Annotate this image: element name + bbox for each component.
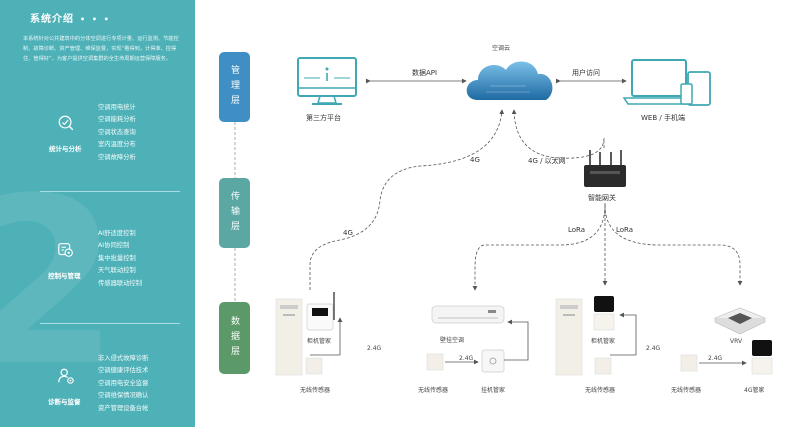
list-item: AI协同控制	[98, 242, 130, 250]
list-item: 天气联动控制	[98, 267, 136, 275]
cloud-icon	[466, 61, 553, 100]
vrv-cassette-icon	[714, 307, 766, 335]
wall-manager-device-icon	[481, 349, 505, 373]
section-label-control: 控制与管理	[48, 272, 81, 280]
sensor-icon	[594, 357, 612, 375]
label-cabinet-manager-1: 柜机管家	[307, 338, 332, 345]
sidebar: 2 系统介绍• • • 本系统针对公共建筑中的分体空调进行专项计量、运行监测、节…	[0, 0, 195, 427]
link-gateway-cloud	[511, 109, 605, 159]
list-item: 空调维保情况确认	[98, 392, 149, 400]
section-divider	[40, 191, 180, 192]
sensor-icon	[426, 353, 444, 371]
label-data-api: 数据API	[412, 69, 438, 77]
layer-management: 管理层	[219, 52, 250, 122]
cabinet-manager-device-icon	[593, 296, 615, 331]
label-gateway: 智能网关	[588, 194, 616, 202]
layer-transport: 传输层	[219, 178, 250, 248]
label-lora-2: LoRa	[616, 226, 634, 234]
wall-ac-icon	[431, 305, 505, 324]
label-lora-1: LoRa	[568, 226, 586, 234]
laptop-tablet-phone-icon	[622, 59, 711, 106]
label-sensor-4: 无线传感器	[671, 387, 702, 394]
monitor-icon	[297, 57, 357, 105]
gateway-icon	[584, 150, 626, 187]
background-watermark: 2	[0, 150, 121, 417]
label-third-party: 第三方平台	[306, 114, 341, 122]
control-settings-icon	[58, 243, 73, 257]
title-dots: • • •	[80, 15, 111, 24]
sidebar-description: 本系统针对公共建筑中的分体空调进行专项计量、运行监测、节能控制、故障诊断、资产管…	[23, 36, 179, 62]
label-wall-manager: 挂机管家	[481, 387, 506, 394]
label-user-access: 用户访问	[572, 69, 600, 77]
label-sensor-1: 无线传感器	[300, 387, 331, 394]
cabinet-ac-icon	[275, 298, 303, 376]
label-2.4g-2: 2.4G	[459, 355, 474, 362]
label-2.4g-1: 2.4G	[367, 345, 382, 352]
sidebar-title: 系统介绍• • •	[30, 14, 111, 25]
cabinet-manager-device-icon	[306, 292, 335, 331]
link-lora-right	[604, 204, 743, 286]
sensor-icon	[305, 357, 323, 375]
list-item: AI舒适度控制	[98, 230, 136, 237]
label-wall-ac: 壁挂空调	[440, 337, 465, 344]
link-lora-left	[472, 204, 606, 291]
chart-check-icon	[58, 115, 74, 131]
list-item: 空调状态查询	[98, 128, 136, 136]
label-cabinet-manager-2: 柜机管家	[591, 338, 616, 345]
list-item: 空调健康评估技术	[98, 367, 149, 375]
section-items-statistics: 空调用电统计 空调能耗分析 空调状态查询 室内温度分布 空调故障分析	[98, 102, 136, 164]
label-4g-ethernet: 4G / 以太网	[528, 157, 566, 165]
label-2.4g-4: 2.4G	[708, 355, 723, 362]
label-sensor-3: 无线传感器	[585, 387, 616, 394]
section-divider	[40, 323, 180, 324]
link-4g-left	[309, 109, 505, 290]
label-4g-lower: 4G	[343, 229, 353, 237]
housekeeper-4g-device-icon	[751, 340, 773, 375]
link-2.4g	[504, 319, 529, 361]
section-items-diagnosis: 非入侵式故障诊断 空调健康评估技术 空调用电安全监督 空调维保情况确认 资产管理…	[98, 353, 148, 415]
user-gear-icon	[58, 368, 74, 384]
cabinet-ac-icon	[555, 298, 583, 376]
label-4g-upper: 4G	[470, 156, 480, 164]
list-item: 空调故障分析	[98, 153, 136, 161]
list-item: 空调能耗分析	[98, 116, 136, 124]
list-item: 集中批量控制	[98, 254, 136, 262]
label-cloud: 空调云	[492, 45, 511, 52]
section-label-statistics: 统计与分析	[49, 145, 82, 153]
section-label-diagnosis: 诊断与监督	[48, 398, 81, 406]
link-2.4g	[619, 312, 637, 340]
list-item: 传感器联动控制	[98, 279, 143, 287]
section-items-control: AI舒适度控制 AI协同控制 集中批量控制 天气联动控制 传感器联动控制	[98, 228, 142, 290]
list-item: 室内温度分布	[98, 141, 136, 149]
sensor-icon	[680, 354, 698, 372]
label-web-mobile: WEB / 手机端	[641, 114, 685, 122]
label-4g-housekeeper: 4G管家	[744, 387, 765, 394]
list-item: 空调用电安全监督	[98, 379, 149, 387]
list-item: 资产管理设备台帐	[98, 404, 149, 412]
layer-data: 数据层	[219, 302, 250, 374]
label-vrv: VRV	[730, 338, 743, 345]
label-2.4g-3: 2.4G	[646, 345, 661, 352]
list-item: 空调用电统计	[98, 104, 136, 111]
list-item: 非入侵式故障诊断	[98, 355, 149, 362]
label-sensor-2: 无线传感器	[418, 387, 449, 394]
